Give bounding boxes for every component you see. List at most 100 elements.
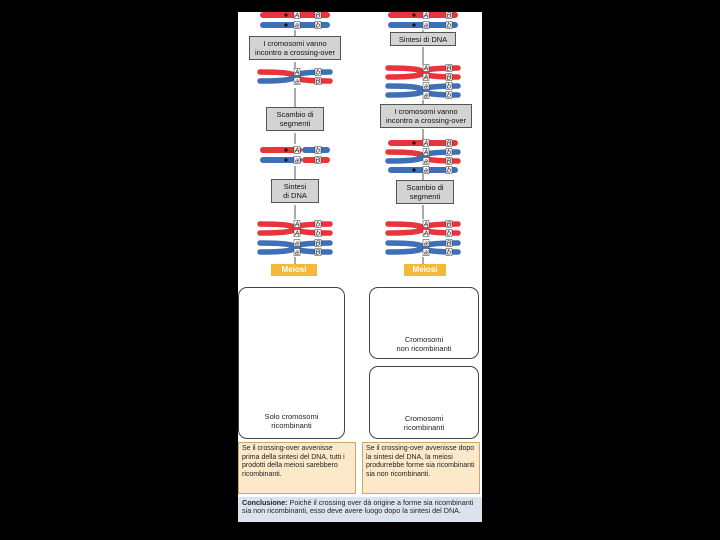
chromosome-diagram: ABabAbaBAbaBAbAbaBaBAbAbaBaBABabABABabab…: [256, 12, 461, 407]
allele-label: a: [295, 250, 299, 257]
crossing-strand: [385, 83, 461, 98]
result-box-left: [238, 287, 345, 439]
allele-label: a: [424, 241, 428, 248]
allele-label: A: [294, 13, 300, 20]
allele-marker: [422, 229, 430, 237]
allele-label: a: [295, 158, 299, 165]
allele-marker: [422, 73, 430, 81]
allele-marker: [293, 12, 301, 19]
crossing-strand: [385, 240, 461, 255]
allele-marker: [422, 82, 430, 90]
allele-marker: [445, 220, 453, 228]
allele-label: A: [423, 150, 429, 157]
allele-label: B: [447, 241, 452, 248]
allele-marker: [422, 220, 430, 228]
allele-marker: [445, 64, 453, 72]
label-only-recombinant: Solo cromosomi ricombinanti: [264, 412, 319, 430]
allele-label: a: [424, 168, 428, 175]
allele-label: a: [424, 159, 428, 166]
allele-label: a: [295, 23, 299, 30]
crossing-strand: [257, 69, 333, 84]
allele-marker: [314, 229, 322, 237]
allele-label: b: [316, 148, 320, 155]
allele-label: A: [423, 141, 429, 148]
allele-marker: [422, 139, 430, 147]
allele-marker: [445, 21, 453, 29]
allele-marker: [422, 12, 430, 19]
meiosis-label-left: Meiosi: [271, 264, 317, 276]
allele-marker: [422, 21, 430, 29]
allele-label: A: [423, 231, 429, 238]
allele-marker: [445, 248, 453, 256]
allele-marker: [445, 239, 453, 247]
allele-marker: [422, 91, 430, 99]
allele-marker: [293, 156, 301, 164]
allele-label: b: [316, 231, 320, 238]
allele-marker: [293, 248, 301, 256]
allele-label: b: [316, 70, 320, 77]
allele-marker: [445, 229, 453, 237]
allele-label: B: [447, 141, 452, 148]
allele-label: B: [447, 159, 452, 166]
allele-marker: [314, 12, 322, 19]
crossing-strand: [385, 149, 461, 164]
centromere: [284, 23, 288, 27]
allele-marker: [314, 21, 322, 29]
allele-label: A: [294, 231, 300, 238]
left-swap-top-seg: [260, 147, 302, 153]
allele-marker: [293, 21, 301, 29]
allele-label: a: [424, 250, 428, 257]
allele-label: b: [447, 23, 451, 30]
allele-label: B: [316, 158, 321, 165]
label-nonrecombinant: Cromosomi non ricombinanti: [396, 335, 452, 353]
allele-marker: [445, 157, 453, 165]
left-swap-bottom-seg: [260, 157, 302, 163]
step-dna-synthesis-right: Sintesi di DNA: [390, 32, 456, 46]
allele-marker: [422, 166, 430, 174]
meiosis-label-right: Meiosi: [404, 264, 446, 276]
allele-label: B: [447, 66, 452, 73]
allele-label: B: [447, 75, 452, 82]
result-box-right-recombinant: [369, 366, 479, 439]
centromere: [284, 13, 288, 17]
allele-label: B: [316, 13, 321, 20]
allele-marker: [445, 148, 453, 156]
allele-label: b: [447, 231, 451, 238]
label-recombinant: Cromosomi ricombinanti: [403, 414, 445, 432]
allele-label: B: [316, 250, 321, 257]
crossing-strand: [257, 221, 333, 236]
step-dna-synthesis-left: Sintesi di DNA: [271, 179, 319, 203]
allele-marker: [293, 77, 301, 85]
allele-marker: [314, 220, 322, 228]
allele-marker: [445, 166, 453, 174]
allele-label: A: [423, 13, 429, 20]
centromere: [284, 158, 288, 162]
allele-marker: [445, 73, 453, 81]
allele-label: b: [316, 23, 320, 30]
crossing-strand: [385, 65, 461, 80]
allele-marker: [314, 68, 322, 76]
centromere: [412, 23, 416, 27]
allele-marker: [293, 220, 301, 228]
centromere: [412, 13, 416, 17]
allele-marker: [445, 139, 453, 147]
allele-label: b: [447, 84, 451, 91]
allele-marker: [422, 64, 430, 72]
allele-marker: [293, 68, 301, 76]
allele-label: B: [316, 241, 321, 248]
allele-label: A: [423, 222, 429, 229]
allele-label: B: [447, 222, 452, 229]
allele-marker: [445, 91, 453, 99]
crossing-strand: [385, 221, 461, 236]
allele-marker: [314, 248, 322, 256]
result-box-right-nonrecombinant: [369, 287, 479, 359]
allele-marker: [293, 239, 301, 247]
centromere: [412, 168, 416, 172]
allele-label: b: [447, 250, 451, 257]
allele-marker: [422, 148, 430, 156]
allele-label: b: [447, 93, 451, 100]
crossing-strand: [257, 240, 333, 255]
conclusion-box: Conclusione: Poiché il crossing over dà …: [238, 497, 482, 522]
allele-label: a: [424, 84, 428, 91]
note-right: Se il crossing-over avvenisse dopo la si…: [362, 442, 480, 494]
